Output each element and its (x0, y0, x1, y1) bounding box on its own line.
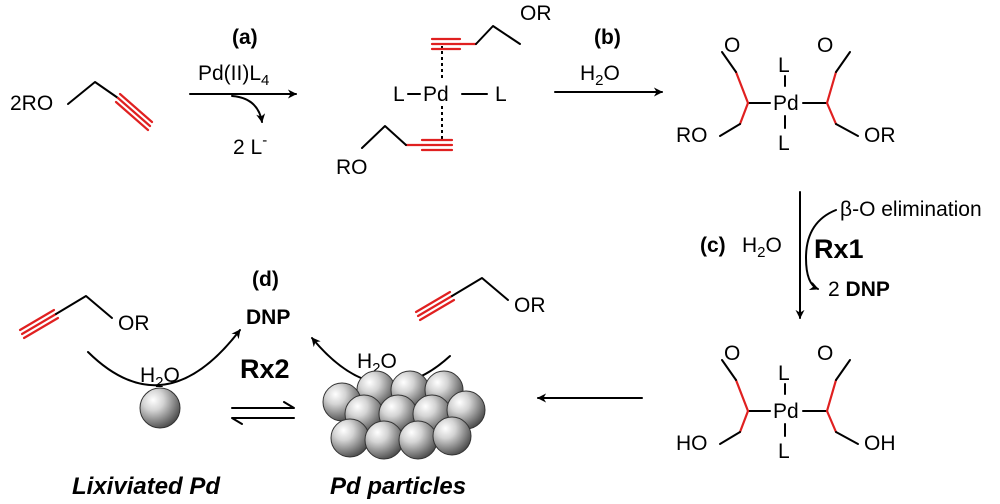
step-c-reaction-id: Rx1 (814, 234, 864, 264)
equilibrium-forward (231, 401, 295, 409)
substrate-right-or: OR (514, 294, 546, 317)
pd-particle-cluster (322, 370, 486, 460)
step-a: (a) Pd(II)L4 2 L- (189, 26, 297, 159)
complex1-pd: Pd (423, 83, 449, 106)
complex1-or-top: OR (520, 2, 552, 25)
complex2-ligand-bottom: L (778, 132, 790, 155)
equilibrium-reverse (231, 417, 295, 425)
step-a-byproduct: 2 L- (233, 132, 267, 159)
step-c-reagent: H2O (742, 234, 782, 261)
sigma-complex-3: Pd L L O HO O OH (676, 342, 896, 463)
step-a-reagent: Pd(II)L4 (198, 62, 269, 89)
step-c-release-arrow (805, 209, 837, 291)
complex2-pd: Pd (773, 92, 799, 115)
lixiviated-pd-sphere (139, 387, 181, 429)
complex3-pd: Pd (773, 400, 799, 423)
complex3-oxygen-right: O (817, 342, 833, 365)
reactant-label: 2RO (10, 92, 53, 115)
step-d-label: (d) (252, 268, 279, 291)
complex2-ro-left: RO (676, 124, 708, 147)
complex3-oh-right: OH (864, 432, 896, 455)
step-d-product: DNP (246, 306, 290, 329)
step-d: (d) DNP Rx2 OR OR H2O H2O (18, 268, 546, 425)
step-b-reagent: H2O (580, 62, 620, 89)
step-b-label: (b) (594, 26, 621, 49)
step-d-water-right: H2O (357, 350, 397, 377)
caption-lixiviated-pd: Lixiviated Pd (72, 473, 221, 500)
step-c: β-O elimination (c) H2O Rx1 2 DNP (700, 191, 982, 319)
complex2-oxygen-right: O (817, 34, 833, 57)
complex3-ligand-bottom: L (778, 440, 790, 463)
step-b: (b) H2O (554, 26, 663, 97)
step-c-process: β-O elimination (840, 198, 982, 221)
sigma-complex-2: Pd L L O RO O OR (676, 34, 896, 155)
step-c-product: 2 DNP (828, 278, 890, 301)
step-a-label: (a) (232, 26, 258, 49)
step-d-reaction-id: Rx2 (240, 354, 290, 384)
pi-complex-1: Pd L L OR RO (336, 2, 552, 179)
complex1-ligand-left: L (393, 83, 405, 106)
complex3-ligand-top: L (778, 362, 790, 385)
complex2-oxygen-left: O (724, 34, 740, 57)
complex1-ro-bottom: RO (336, 156, 368, 179)
complex3-ho-left: HO (676, 432, 708, 455)
lixiviated-cycle-arrow (87, 329, 241, 387)
step-c-label: (c) (700, 234, 726, 257)
complex2-or-right: OR (864, 124, 896, 147)
complex3-oxygen-left: O (724, 342, 740, 365)
alkyne-bond-highlight (114, 92, 154, 132)
step-d-water-left: H2O (140, 364, 180, 391)
complex1-ligand-right: L (495, 83, 507, 106)
caption-pd-particles: Pd particles (330, 473, 466, 500)
complex2-ligand-top: L (778, 54, 790, 77)
step-a-release-arrow (231, 95, 266, 123)
propargyl-ether-reactant: 2RO (10, 81, 154, 132)
substrate-left-or: OR (118, 312, 150, 335)
